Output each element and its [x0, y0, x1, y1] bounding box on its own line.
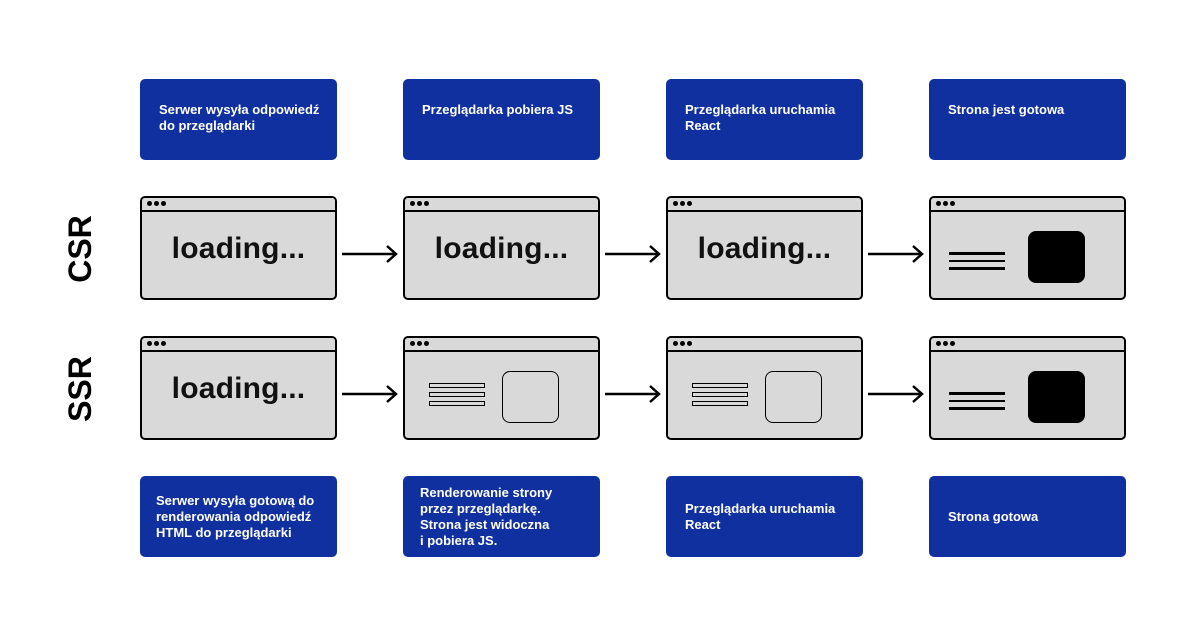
- image-placeholder-icon: [502, 371, 559, 423]
- loading-text: loading...: [171, 232, 306, 265]
- caption-bottom-1: Serwer wysyła gotową do renderowania odp…: [140, 476, 337, 557]
- caption-top-1: Serwer wysyła odpowiedź do przeglądarki: [140, 79, 337, 160]
- ssr-window-4: [929, 336, 1126, 440]
- window-title-bar: [405, 338, 598, 352]
- caption-bottom-4: Strona gotowa: [929, 476, 1126, 557]
- arrow-right-icon: [342, 385, 398, 403]
- caption-top-4: Strona jest gotowa: [929, 79, 1126, 160]
- csr-window-4: [929, 196, 1126, 300]
- arrow-right-icon: [868, 245, 924, 263]
- window-title-bar: [668, 198, 861, 212]
- text-lines-icon: [949, 392, 1005, 415]
- window-title-bar: [142, 198, 335, 212]
- caption-top-3: Przeglądarka uruchamia React: [666, 79, 863, 160]
- text-lines-icon: [949, 252, 1005, 275]
- image-placeholder-icon: [1028, 371, 1085, 423]
- ssr-window-1: loading...: [140, 336, 337, 440]
- arrow-right-icon: [868, 385, 924, 403]
- csr-window-2: loading...: [403, 196, 600, 300]
- loading-text: loading...: [434, 232, 569, 265]
- window-title-bar: [668, 338, 861, 352]
- image-placeholder-icon: [1028, 231, 1085, 283]
- arrow-right-icon: [342, 245, 398, 263]
- loading-text: loading...: [697, 232, 832, 265]
- caption-bottom-3: Przeglądarka uruchamia React: [666, 476, 863, 557]
- caption-top-2: Przeglądarka pobiera JS: [403, 79, 600, 160]
- arrow-right-icon: [605, 385, 661, 403]
- csr-window-3: loading...: [666, 196, 863, 300]
- loading-text: loading...: [171, 372, 306, 405]
- text-lines-icon: [429, 383, 485, 410]
- ssr-window-2: [403, 336, 600, 440]
- window-title-bar: [931, 198, 1124, 212]
- text-lines-icon: [692, 383, 748, 410]
- image-placeholder-icon: [765, 371, 822, 423]
- ssr-window-3: [666, 336, 863, 440]
- caption-bottom-2: Renderowanie strony przez przeglądarkę. …: [403, 476, 600, 557]
- window-title-bar: [405, 198, 598, 212]
- arrow-right-icon: [605, 245, 661, 263]
- window-title-bar: [931, 338, 1124, 352]
- csr-window-1: loading...: [140, 196, 337, 300]
- csr-row-label: CSR: [62, 215, 98, 283]
- ssr-row-label: SSR: [62, 356, 98, 422]
- window-title-bar: [142, 338, 335, 352]
